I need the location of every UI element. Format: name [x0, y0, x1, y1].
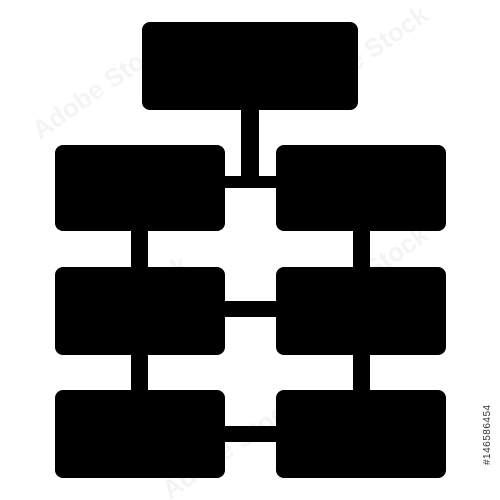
node-left-1 — [55, 145, 225, 231]
connectors — [131, 105, 370, 442]
connector-middle-row — [220, 301, 282, 317]
node-left-2 — [55, 267, 225, 355]
stock-id-label: #146586454 — [482, 404, 493, 466]
node-right-2 — [276, 267, 446, 355]
connector-left-lower — [131, 350, 148, 396]
node-left-3 — [55, 390, 225, 478]
node-right-3 — [276, 390, 446, 478]
node-root — [142, 22, 358, 110]
connector-root-stem — [241, 105, 259, 183]
connector-root-bar — [222, 176, 280, 188]
nodes — [55, 22, 446, 478]
node-right-1 — [276, 145, 446, 231]
connector-bottom-row — [220, 426, 282, 442]
connector-right-lower — [353, 350, 370, 396]
connector-right-upper — [353, 226, 370, 272]
connector-left-upper — [131, 226, 148, 272]
